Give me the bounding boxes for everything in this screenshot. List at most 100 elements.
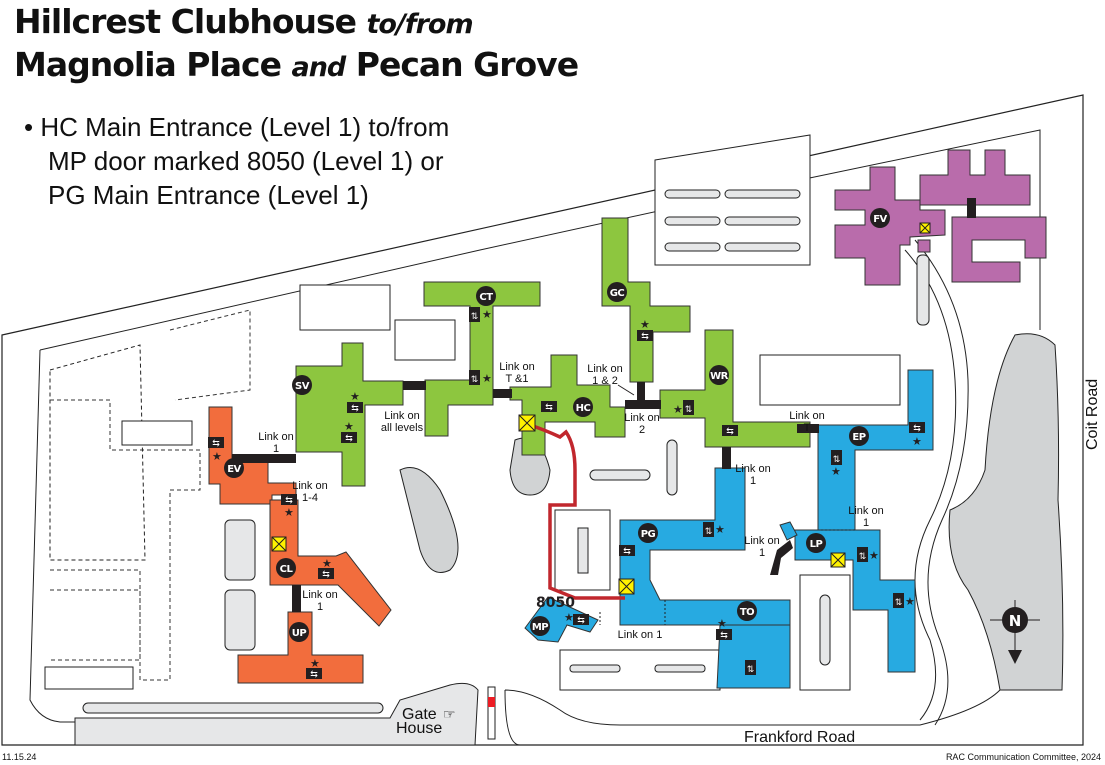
star-icon: ★ <box>640 319 650 331</box>
link-label: Link on <box>735 463 770 475</box>
svg-text:SV: SV <box>295 381 310 392</box>
badge-ct: CT <box>476 286 496 306</box>
building-to <box>716 624 791 689</box>
link-label: 1 <box>273 443 279 455</box>
badge-sv: SV <box>292 375 312 395</box>
walkway-arrows-icon: ⇆ <box>577 615 585 625</box>
badge-cl: CL <box>276 558 296 578</box>
walkway-arrows-icon: ⇆ <box>623 546 631 556</box>
elevator-arrows-icon: ⇅ <box>471 311 479 321</box>
link-label: Link on <box>624 412 659 424</box>
star-icon: ★ <box>284 507 294 519</box>
badge-up: UP <box>289 622 309 642</box>
star-icon: ★ <box>905 596 915 608</box>
parking-bay <box>654 664 706 673</box>
elevator-arrows-icon: ⇅ <box>859 551 867 561</box>
star-icon: ★ <box>482 309 492 321</box>
link-label: all levels <box>381 422 424 434</box>
walkway-arrows-icon: ⇆ <box>322 569 330 579</box>
frankford-road-label: Frankford Road <box>744 729 855 746</box>
link-bridge <box>770 540 793 575</box>
walkway-arrows-icon: ⇆ <box>345 433 353 443</box>
entrance-icon <box>830 552 846 568</box>
walkway-arrows-icon: ⇆ <box>720 630 728 640</box>
elevator-arrows-icon: ⇅ <box>685 404 693 414</box>
star-icon: ★ <box>869 550 879 562</box>
parking-bay <box>664 216 721 226</box>
link-labels: Link on all levels Link on T &1 Link on … <box>258 361 883 641</box>
building-up <box>237 611 364 684</box>
lake <box>948 333 1064 691</box>
title-line1-italic: to/from <box>366 9 474 40</box>
walking-route <box>529 423 625 600</box>
building-badges: CT GC SV HC WR EV CL UP PG MP TO EP LP F… <box>224 208 890 642</box>
link-label: Link on <box>744 535 779 547</box>
badge-ev: EV <box>224 458 244 478</box>
elevator-icon: ⇅⇅⇅⇅⇅⇅⇅⇅ <box>469 307 904 675</box>
link-label: Link on <box>789 410 824 422</box>
badge-wr: WR <box>709 365 729 385</box>
walkway-arrows-icon: ⇆ <box>351 403 359 413</box>
link-bridge <box>292 585 301 612</box>
svg-text:GC: GC <box>610 288 625 299</box>
elevator-arrows-icon: ⇅ <box>471 374 479 384</box>
link-label: 1 <box>759 547 765 559</box>
walkway-arrows-icon: ⇆ <box>726 426 734 436</box>
north-compass-icon: N <box>990 600 1040 664</box>
footer-credit: RAC Communication Committee, 2024 <box>945 752 1101 762</box>
badge-pg: PG <box>638 523 658 543</box>
entrance-icon <box>618 578 635 595</box>
inner-courtyard <box>577 527 589 574</box>
link-label: 1 <box>750 475 756 487</box>
inner-road-outline-2 <box>49 344 146 561</box>
parking-structure <box>759 354 901 406</box>
walkway-arrows-icon: ⇆ <box>913 423 921 433</box>
svg-text:HC: HC <box>576 403 591 414</box>
star-icon: ★ <box>310 658 320 670</box>
parking-bay <box>916 254 930 326</box>
lot-building <box>44 666 134 690</box>
amenity-icons: ⇅⇅⇅⇅⇅⇅⇅⇅ ⇆⇆⇆⇆⇆⇆⇆⇆⇆⇆⇆⇆⇆ <box>208 307 925 679</box>
ring-road <box>904 249 957 721</box>
badge-hc: HC <box>573 397 593 417</box>
svg-text:EP: EP <box>852 432 865 443</box>
link-label: Link on <box>292 480 327 492</box>
star-markers: ★ ★ ★ ★ ★ ★ ★ ★ ★ ★ ★ ★ ★ ★ ★ ★ ★ <box>212 309 922 670</box>
building-sv <box>295 342 404 487</box>
link-label: Link on <box>499 361 534 373</box>
walkway-arrows-icon: ⇆ <box>285 495 293 505</box>
svg-text:WR: WR <box>710 371 729 382</box>
svg-text:EV: EV <box>227 464 241 475</box>
parking-bay <box>224 519 256 581</box>
directions-list: • HC Main Entrance (Level 1) to/from MP … <box>24 110 449 212</box>
link-bridge <box>625 400 661 409</box>
frankford-road-edge <box>504 689 1083 746</box>
badge-mp: MP <box>530 616 550 636</box>
door-8050-label: 8050 <box>536 595 575 611</box>
link-label: Link on <box>258 431 293 443</box>
coit-road-label: Coit Road <box>1084 379 1101 450</box>
entrance-icon <box>919 222 931 234</box>
link-label: Link on 1 <box>618 629 663 641</box>
parking-structure <box>394 319 456 361</box>
star-icon: ★ <box>717 618 727 630</box>
walkway-arrows-icon: ⇆ <box>310 669 318 679</box>
building-ct <box>423 281 541 437</box>
star-icon: ★ <box>564 612 574 624</box>
elevator-arrows-icon: ⇅ <box>705 526 713 536</box>
parking-bay <box>664 242 721 252</box>
direction-line: MP door marked 8050 (Level 1) or <box>48 146 444 176</box>
escalator-icon: ⇆⇆⇆⇆⇆⇆⇆⇆⇆⇆⇆⇆⇆ <box>208 330 925 679</box>
direction-line: • HC Main Entrance (Level 1) to/from <box>24 112 450 142</box>
entrance-icon <box>271 536 287 552</box>
link-label: 2 <box>639 424 645 436</box>
gate-arm-red <box>488 697 495 707</box>
map-title: Hillcrest Clubhouse to/from Magnolia Pla… <box>14 2 579 88</box>
title-line1-bold: Hillcrest Clubhouse <box>14 2 357 41</box>
link-bridge <box>722 447 731 469</box>
elevator-arrows-icon: ⇅ <box>895 597 903 607</box>
parking-structure <box>299 284 391 331</box>
lot-building <box>121 420 193 446</box>
gray-parking <box>82 702 384 714</box>
